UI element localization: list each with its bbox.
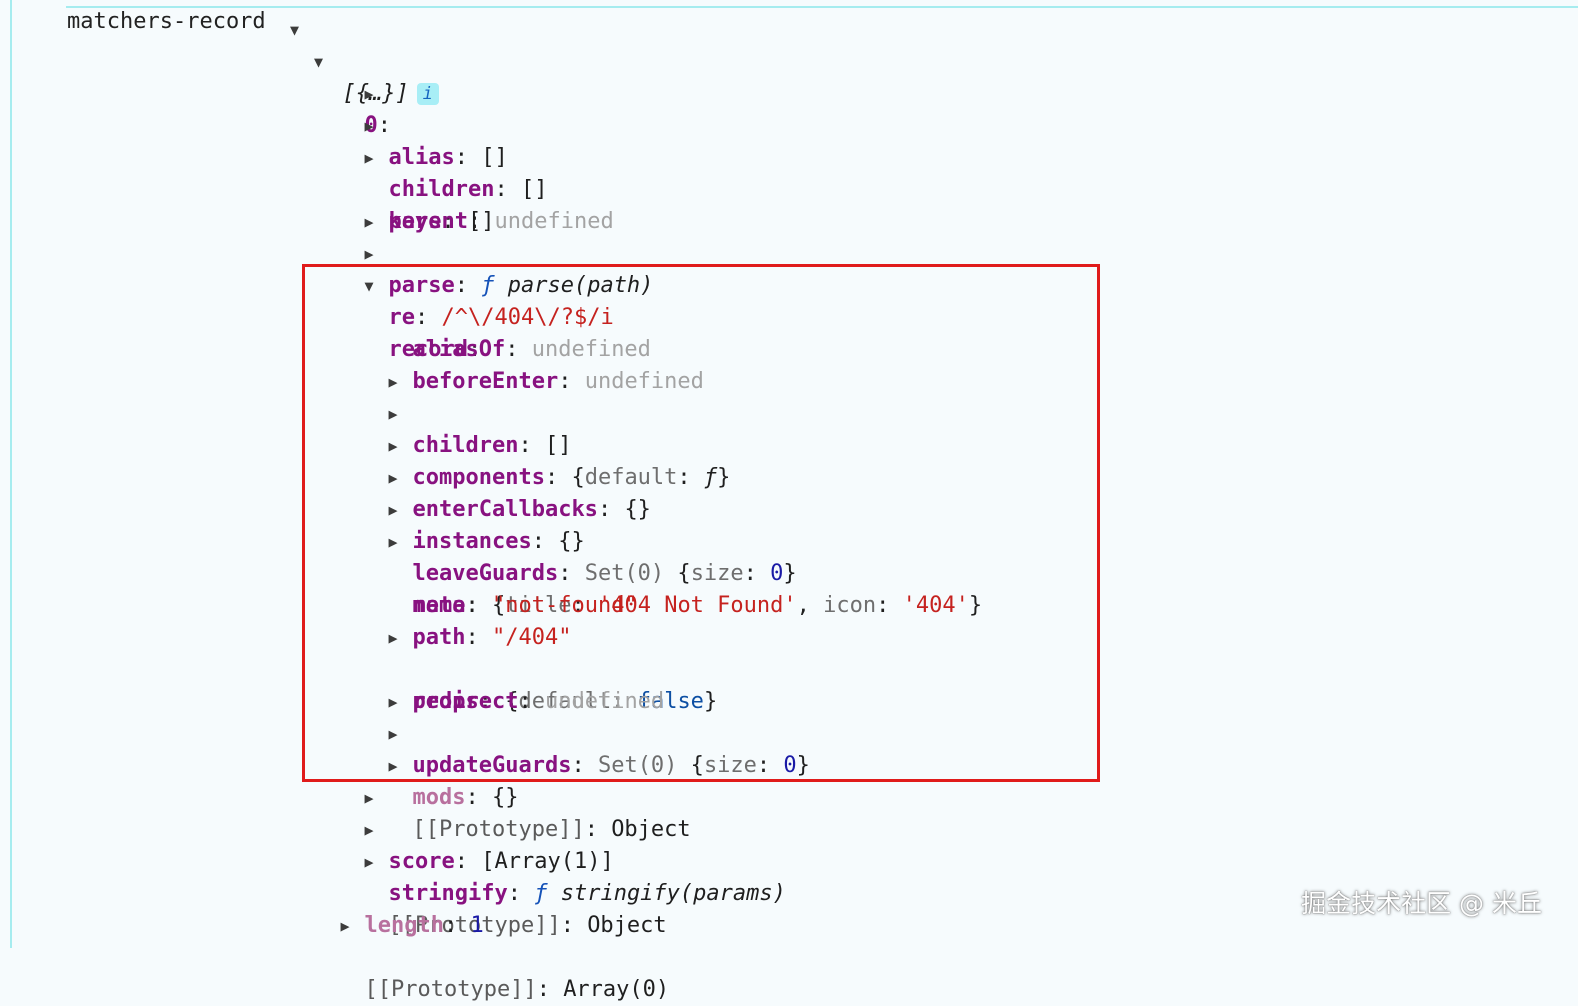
tree-row-record-children[interactable]: ▶ children: [] (362, 366, 572, 458)
info-icon[interactable]: i (416, 83, 439, 105)
collapsed-triangle-icon[interactable]: ▶ (364, 789, 374, 807)
tree-row-meta[interactable]: ▶ meta: {title: '404 Not Found', icon: '… (362, 526, 983, 618)
tree-row-stringify[interactable]: ▶ stringify: ƒ stringify(params) (338, 814, 786, 906)
tree-row-length: length: 1 (364, 913, 484, 938)
watermark: 掘金技术社区 @ 米丘 (1301, 889, 1542, 918)
tree-row-array-prototype[interactable]: ▶ [[Prototype]]: Array(0) (314, 910, 670, 1002)
root-array-row[interactable]: ▼ [{…}] i (290, 14, 439, 106)
collapsed-triangle-icon[interactable]: ▶ (388, 501, 398, 519)
collapsed-triangle-icon[interactable]: ▶ (340, 917, 350, 935)
tree-row-beforeEnter: beforeEnter: undefined (412, 369, 704, 394)
collapsed-triangle-icon[interactable]: ▶ (388, 533, 398, 551)
collapsed-triangle-icon[interactable]: ▶ (388, 405, 398, 423)
root-summary: [{…}] (342, 81, 409, 106)
collapsed-triangle-icon[interactable]: ▶ (388, 757, 398, 775)
collapsed-triangle-icon[interactable]: ▶ (364, 213, 374, 231)
record-highlight-box (302, 264, 1100, 782)
tree-row-props[interactable]: ▶ props: {default: false} (362, 622, 718, 714)
collapsed-triangle-icon[interactable]: ▶ (364, 85, 374, 103)
collapsed-triangle-icon[interactable]: ▶ (388, 629, 398, 647)
function-icon: ƒ (703, 465, 718, 490)
function-icon: ƒ (481, 273, 495, 298)
tree-row-record-prototype[interactable]: ▶ [[Prototype]]: Object (362, 750, 691, 842)
collapsed-triangle-icon[interactable]: ▶ (364, 853, 374, 871)
tree-row-instances[interactable]: ▶ instances: {} (362, 462, 585, 554)
tree-row-leaveGuards[interactable]: ▶ leaveGuards: Set(0) {size: 0} (362, 494, 797, 586)
tree-row-name: name: "not-found" (412, 593, 638, 618)
expanded-triangle-icon[interactable]: ▼ (290, 21, 300, 39)
collapsed-triangle-icon[interactable]: ▶ (364, 149, 374, 167)
tree-row-updateGuards[interactable]: ▶ updateGuards: Set(0) {size: 0} (362, 686, 810, 778)
collapsed-triangle-icon[interactable]: ▶ (364, 245, 374, 263)
matchers-record-label: matchers-record (67, 9, 266, 34)
panel-left-border (10, 0, 12, 948)
collapsed-triangle-icon[interactable]: ▶ (388, 373, 398, 391)
collapsed-triangle-icon[interactable]: ▶ (388, 469, 398, 487)
collapsed-triangle-icon[interactable]: ▶ (364, 821, 374, 839)
tree-row-mods[interactable]: ▶ mods: {} (362, 718, 519, 810)
panel-top-border (66, 6, 1578, 8)
tree-row-alias[interactable]: ▶ alias: [] (338, 78, 508, 170)
function-icon: ƒ (534, 881, 548, 906)
tree-row-0[interactable]: ▼ 0: (314, 46, 391, 138)
collapsed-triangle-icon[interactable]: ▶ (364, 117, 374, 135)
tree-row-object-prototype[interactable]: ▶ [[Prototype]]: Object (338, 846, 667, 938)
expanded-triangle-icon[interactable]: ▼ (364, 277, 374, 295)
tree-row-parent: parent: undefined (388, 209, 614, 234)
tree-row-keys[interactable]: ▶ keys: [] (338, 142, 495, 234)
collapsed-triangle-icon[interactable]: ▶ (388, 725, 398, 743)
tree-row-path: path: "/404" (412, 625, 572, 650)
tree-row-record[interactable]: ▼ record: (338, 270, 482, 362)
tree-row-redirect: redirect: undefined (412, 689, 665, 714)
collapsed-triangle-icon[interactable]: ▶ (388, 693, 398, 711)
tree-row-enterCallbacks[interactable]: ▶ enterCallbacks: {} (362, 430, 651, 522)
tree-row-score[interactable]: ▶ score: [Array(1)] (338, 782, 614, 874)
tree-row-re[interactable]: ▶ re: /^\/404\/?$/i (338, 238, 614, 330)
expanded-triangle-icon[interactable]: ▼ (314, 53, 324, 71)
tree-row-components[interactable]: ▶ components: {default: ƒ} (362, 398, 731, 490)
tree-row-parse[interactable]: ▶ parse: ƒ parse(path) (338, 206, 654, 298)
collapsed-triangle-icon[interactable]: ▶ (388, 437, 398, 455)
tree-row-aliasOf: aliasOf: undefined (412, 337, 651, 362)
tree-row-children[interactable]: ▶ children: [] (338, 110, 548, 202)
